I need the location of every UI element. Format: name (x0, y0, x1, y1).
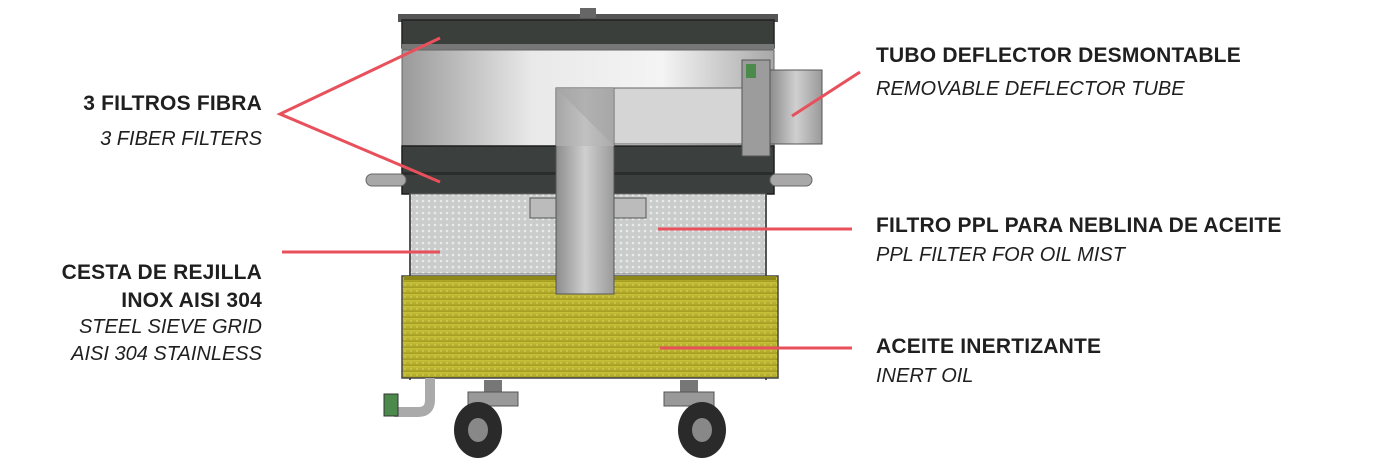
right-caster (663, 380, 726, 458)
label-deflector-tube: TUBO DEFLECTOR DESMONTABLE REMOVABLE DEF… (876, 42, 1241, 102)
leader-deflector-tube (791, 70, 861, 118)
label-ppl-filter: FILTRO PPL PARA NEBLINA DE ACEITE PPL FI… (876, 212, 1282, 268)
label-fiber-filters: 3 FILTROS FIBRA 3 FIBER FILTERS (83, 90, 262, 152)
leader-lines (276, 36, 861, 350)
ppl-filter-en: PPL FILTER FOR OIL MIST (876, 243, 1125, 266)
ppl-filter-es: FILTRO PPL PARA NEBLINA DE ACEITE (876, 214, 1282, 237)
inert-oil-en: INERT OIL (876, 364, 974, 387)
label-inert-oil: ACEITE INERTIZANTE INERT OIL (876, 333, 1101, 389)
deflector-tube (555, 59, 823, 295)
sieve-grid-es-1: CESTA DE REJILLA (61, 261, 262, 284)
left-handle (365, 173, 407, 187)
fiber-filters-es: 3 FILTROS FIBRA (83, 92, 262, 115)
top-fiber-filter (398, 8, 778, 50)
inert-oil-es: ACEITE INERTIZANTE (876, 335, 1102, 358)
sieve-grid-es-2: INOX AISI 304 (121, 288, 262, 312)
fiber-filters-en: 3 FIBER FILTERS (100, 127, 262, 150)
deflector-tube-en: REMOVABLE DEFLECTOR TUBE (876, 77, 1185, 100)
right-handle (769, 173, 813, 187)
sieve-grid-en-1: STEEL SIEVE GRID (78, 316, 262, 339)
leader-fiber-filters (276, 36, 441, 184)
sieve-grid-en-2: AISI 304 STAINLESS (71, 342, 262, 365)
left-caster (454, 380, 519, 458)
label-sieve-grid: CESTA DE REJILLA INOX AISI 304 STEEL SIE… (62, 259, 262, 367)
deflector-tube-es: TUBO DEFLECTOR DESMONTABLE (876, 44, 1241, 67)
drain-outlet (383, 378, 435, 417)
